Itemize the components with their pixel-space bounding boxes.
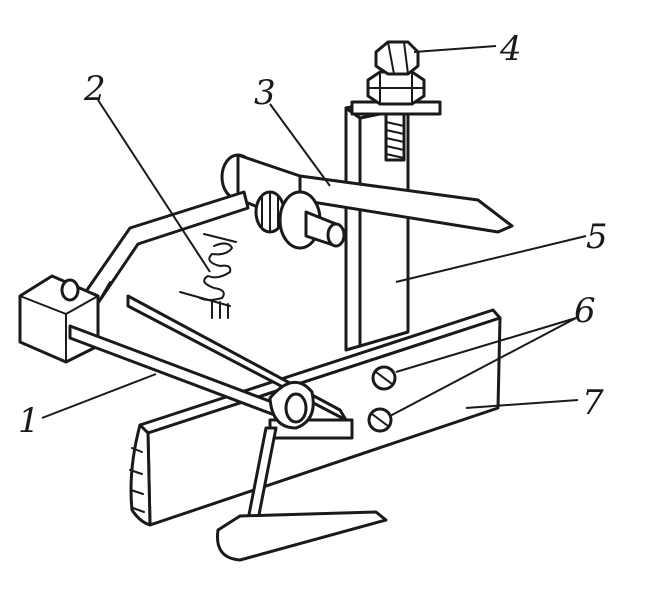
callout-1: 1	[18, 401, 40, 441]
leader-1	[41, 373, 157, 419]
leader-7	[465, 399, 579, 409]
leader-5	[395, 235, 587, 283]
part-7-bar	[129, 308, 502, 527]
hub-assembly	[220, 153, 346, 250]
leader-6a	[395, 317, 577, 373]
callout-labels: 1 2 3 4 5 6 7	[18, 29, 608, 441]
part-2-spring	[179, 233, 237, 319]
foot-rod	[215, 426, 388, 562]
callout-5: 5	[586, 217, 608, 257]
callout-2: 2	[83, 69, 106, 109]
leader-6b	[389, 317, 577, 417]
callout-7: 7	[582, 383, 604, 423]
part-4-screw	[350, 40, 442, 162]
callout-3: 3	[254, 73, 276, 113]
leader-4	[413, 45, 497, 53]
leader-3	[269, 103, 331, 187]
leader-lines	[41, 45, 587, 419]
callout-6: 6	[574, 291, 596, 331]
part-6-bolts	[367, 365, 397, 433]
loop-frame	[268, 381, 354, 440]
callout-4: 4	[499, 29, 522, 69]
upper-lever	[78, 190, 250, 308]
leader-2	[97, 99, 211, 273]
